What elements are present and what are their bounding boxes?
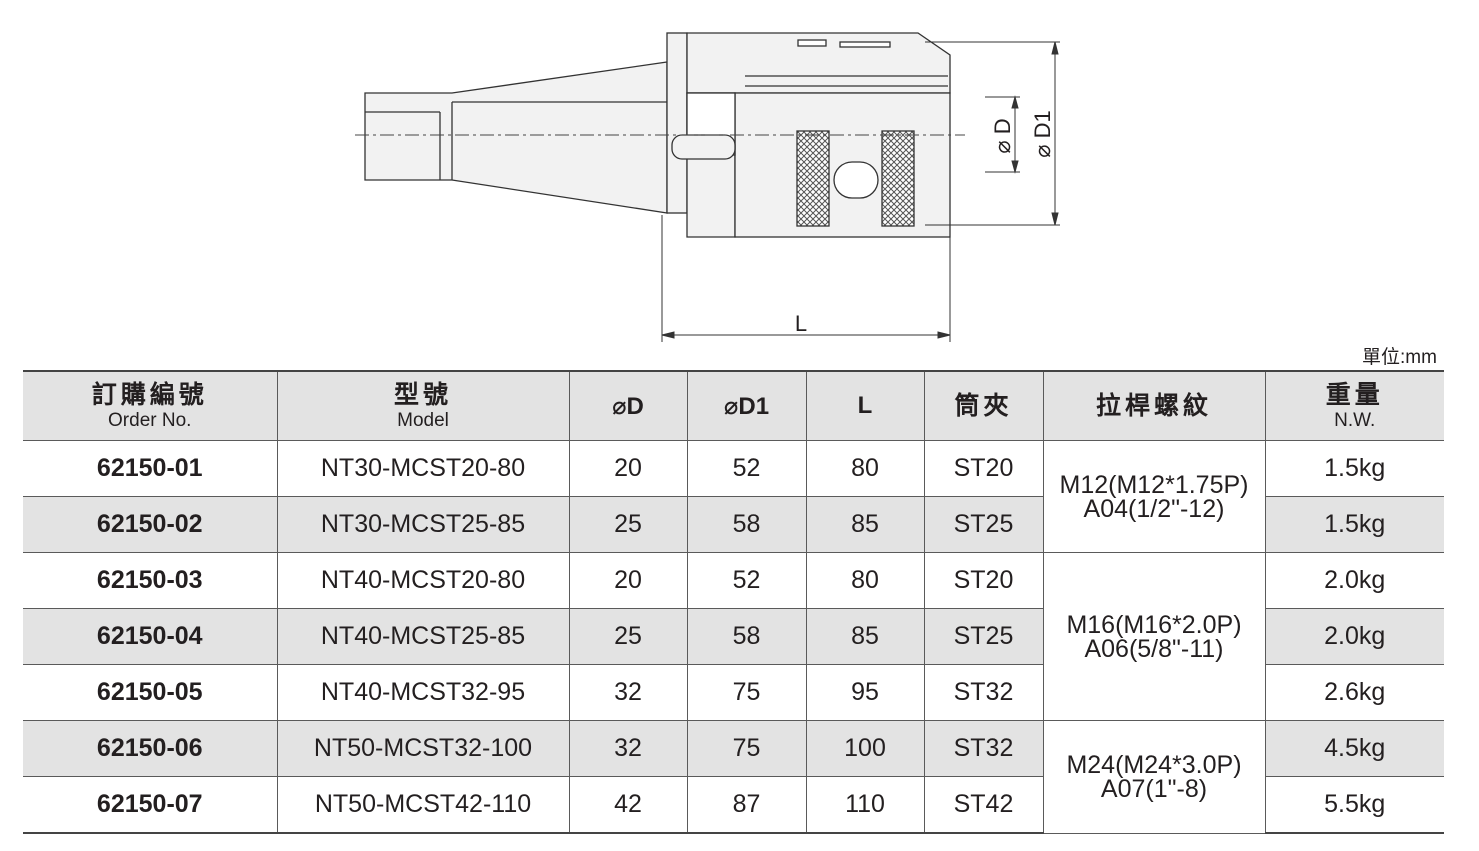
thread-imperial: A04(1/2"-12) <box>1083 494 1225 523</box>
header-weight: 重量 N.W. <box>1264 370 1444 441</box>
thread-imperial: A07(1"-8) <box>1100 774 1208 803</box>
dia-d1: 58 <box>686 608 807 665</box>
dia-d1: 75 <box>686 664 807 721</box>
dia-d1: 75 <box>686 720 807 777</box>
header-model-zh: 型號 <box>393 381 452 409</box>
order-no: 62150-05 <box>23 664 278 721</box>
header-weight-zh: 重量 <box>1325 381 1384 409</box>
dim-label-D1: ⌀ D1 <box>1030 110 1055 157</box>
weight: 5.5kg <box>1264 776 1444 834</box>
length-l: 80 <box>805 440 925 497</box>
pull-stud-thread: M12(M12*1.75P) A04(1/2"-12) <box>1042 440 1266 553</box>
collet: ST25 <box>923 496 1044 553</box>
dia-d1: 52 <box>686 440 807 497</box>
model: NT40-MCST32-95 <box>276 664 570 721</box>
weight: 2.6kg <box>1264 664 1444 721</box>
weight: 2.0kg <box>1264 552 1444 609</box>
table-row: 62150-07 NT50-MCST42-110 42 87 110 ST42 … <box>23 776 1444 834</box>
dim-label-D: ⌀ D <box>990 118 1015 153</box>
pull-stud-thread: M16(M16*2.0P) A06(5/8"-11) <box>1042 552 1266 721</box>
header-weight-en: N.W. <box>1334 410 1376 431</box>
length-l: 95 <box>805 664 925 721</box>
unit-label: 單位:mm <box>1362 347 1437 368</box>
table-row: 62150-01 NT30-MCST20-80 20 52 80 ST20 M1… <box>23 440 1444 553</box>
weight: 1.5kg <box>1264 496 1444 553</box>
dimension-lines <box>661 41 1060 342</box>
table-row: 62150-03 NT40-MCST20-80 20 52 80 ST20 M1… <box>23 552 1444 721</box>
header-thread-label: 拉桿螺紋 <box>1095 392 1212 420</box>
model: NT50-MCST42-110 <box>276 776 570 834</box>
length-l: 110 <box>805 776 925 834</box>
collet: ST32 <box>923 720 1044 777</box>
model: NT30-MCST20-80 <box>276 440 570 497</box>
order-no: 62150-03 <box>23 552 278 609</box>
collet: ST25 <box>923 608 1044 665</box>
dia-d: 42 <box>568 776 688 834</box>
model: NT30-MCST25-85 <box>276 496 570 553</box>
order-no: 62150-02 <box>23 496 278 553</box>
weight: 1.5kg <box>1264 440 1444 497</box>
dia-d1: 87 <box>686 776 807 834</box>
table-row: 62150-06 NT50-MCST32-100 32 75 100 ST32 … <box>23 720 1444 834</box>
collet: ST42 <box>923 776 1044 834</box>
header-d1-label: ⌀D1 <box>723 392 770 420</box>
order-no: 62150-06 <box>23 720 278 777</box>
dia-d: 32 <box>568 720 688 777</box>
dia-d: 25 <box>568 608 688 665</box>
weight: 2.0kg <box>1264 608 1444 665</box>
model: NT50-MCST32-100 <box>276 720 570 777</box>
header-d-label: ⌀D <box>612 392 644 420</box>
header-collet: 筒夾 <box>923 370 1044 441</box>
spec-table: 訂購編號 Order No. 型號 Model ⌀D ⌀D1 L 筒夾 拉桿螺紋… <box>23 370 1444 834</box>
header-l-label: L <box>857 392 873 419</box>
length-l: 85 <box>805 608 925 665</box>
collet: ST32 <box>923 664 1044 721</box>
pull-stud-thread: M24(M24*3.0P) A07(1"-8) <box>1042 720 1266 834</box>
length-l: 100 <box>805 720 925 777</box>
dia-d1: 58 <box>686 496 807 553</box>
header-row: 訂購編號 Order No. 型號 Model ⌀D ⌀D1 L 筒夾 拉桿螺紋… <box>23 370 1444 441</box>
header-model: 型號 Model <box>276 370 570 441</box>
length-l: 80 <box>805 552 925 609</box>
header-collet-label: 筒夾 <box>954 392 1013 420</box>
header-d: ⌀D <box>568 370 688 441</box>
model: NT40-MCST20-80 <box>276 552 570 609</box>
thread-metric: M16(M16*2.0P) <box>1066 610 1242 639</box>
header-order-zh: 訂購編號 <box>91 381 208 409</box>
header-l: L <box>805 370 925 441</box>
table-row: 62150-02 NT30-MCST25-85 25 58 85 ST25 1.… <box>23 496 1444 553</box>
thread-metric: M24(M24*3.0P) <box>1066 750 1242 779</box>
header-order-en: Order No. <box>108 410 192 431</box>
dim-label-L: L <box>795 311 807 336</box>
dia-d: 32 <box>568 664 688 721</box>
thread-metric: M12(M12*1.75P) <box>1059 470 1249 499</box>
collet: ST20 <box>923 440 1044 497</box>
order-no: 62150-04 <box>23 608 278 665</box>
dia-d: 25 <box>568 496 688 553</box>
header-model-en: Model <box>397 410 449 431</box>
model: NT40-MCST25-85 <box>276 608 570 665</box>
dia-d: 20 <box>568 552 688 609</box>
collet: ST20 <box>923 552 1044 609</box>
header-order: 訂購編號 Order No. <box>23 370 278 441</box>
table-row: 62150-04 NT40-MCST25-85 25 58 85 ST25 2.… <box>23 608 1444 665</box>
header-d1: ⌀D1 <box>686 370 807 441</box>
order-no: 62150-07 <box>23 776 278 834</box>
dia-d1: 52 <box>686 552 807 609</box>
order-no: 62150-01 <box>23 440 278 497</box>
dia-d: 20 <box>568 440 688 497</box>
tool-holder-drawing: L ⌀ D ⌀ D1 <box>355 32 1060 342</box>
header-thread: 拉桿螺紋 <box>1042 370 1266 441</box>
weight: 4.5kg <box>1264 720 1444 777</box>
length-l: 85 <box>805 496 925 553</box>
thread-imperial: A06(5/8"-11) <box>1084 634 1224 663</box>
holder-outline <box>364 32 951 238</box>
